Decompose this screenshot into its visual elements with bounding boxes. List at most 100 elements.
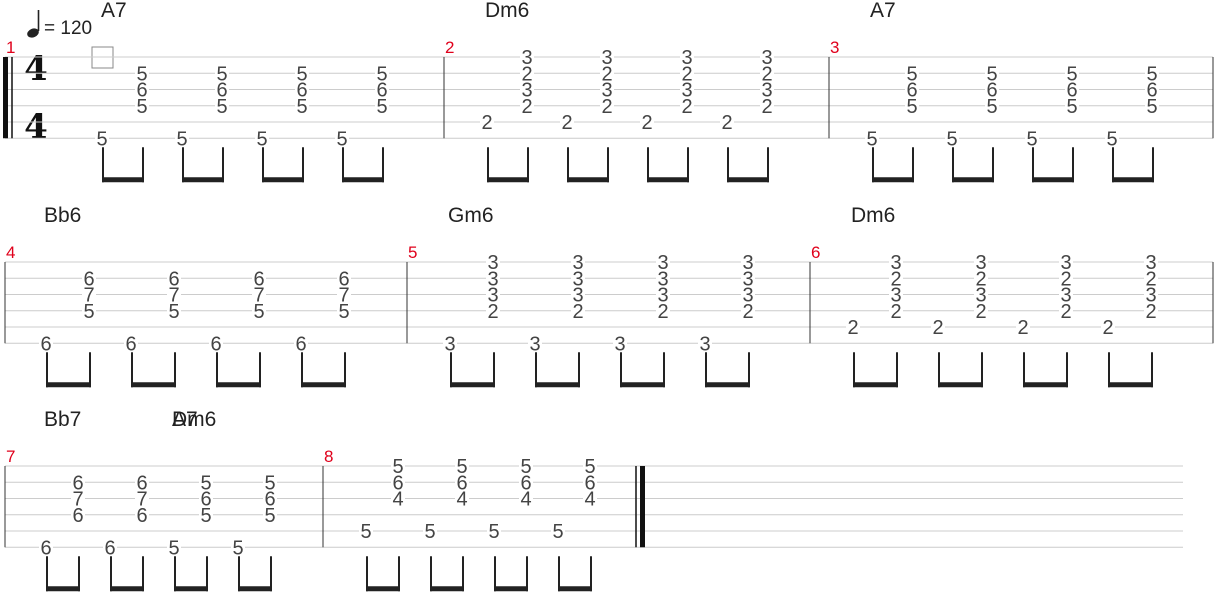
fret-number: 7 bbox=[136, 489, 147, 511]
measure-number: 4 bbox=[6, 243, 15, 262]
fret-number: 3 bbox=[657, 268, 668, 290]
fret-number: 2 bbox=[1102, 317, 1113, 339]
fret-number: 5 bbox=[176, 128, 187, 150]
fret-number: 3 bbox=[761, 47, 772, 69]
fret-knockout bbox=[82, 301, 96, 320]
fret-number: 6 bbox=[72, 505, 83, 527]
fret-knockout bbox=[252, 301, 266, 320]
rhythm-beam bbox=[535, 382, 580, 388]
fret-number: 5 bbox=[1066, 63, 1077, 85]
fret-knockout bbox=[520, 96, 534, 115]
fret-knockout bbox=[1059, 285, 1073, 304]
fret-number: 3 bbox=[572, 285, 583, 307]
fret-number: 3 bbox=[742, 285, 753, 307]
fret-knockout bbox=[1145, 80, 1159, 99]
fret-knockout bbox=[39, 334, 53, 353]
measure-number: 3 bbox=[830, 38, 839, 57]
rhythm-beam bbox=[938, 382, 983, 388]
fret-knockout bbox=[455, 473, 469, 492]
rhythm-beam bbox=[1032, 177, 1074, 183]
fret-knockout bbox=[167, 301, 181, 320]
fret-knockout bbox=[741, 253, 755, 271]
fret-knockout bbox=[760, 96, 774, 115]
fret-number: 3 bbox=[1145, 285, 1156, 307]
fret-number: 6 bbox=[392, 472, 403, 494]
fret-knockout bbox=[199, 489, 213, 508]
fret-number: 5 bbox=[906, 96, 917, 118]
fret-number: 3 bbox=[487, 252, 498, 274]
fret-number: 5 bbox=[1026, 128, 1037, 150]
fret-number: 2 bbox=[657, 301, 668, 323]
fret-knockout bbox=[295, 80, 309, 99]
rhythm-beam bbox=[727, 177, 769, 183]
fret-number: 5 bbox=[456, 456, 467, 478]
fret-number: 5 bbox=[360, 521, 371, 543]
fret-number: 5 bbox=[376, 63, 387, 85]
chord-name: Gm6 bbox=[448, 204, 494, 227]
rhythm-beam bbox=[1023, 382, 1068, 388]
start-bar-thick bbox=[3, 57, 8, 139]
fret-number: 5 bbox=[986, 96, 997, 118]
fret-number: 5 bbox=[216, 63, 227, 85]
fret-number: 5 bbox=[866, 128, 877, 150]
fret-knockout bbox=[519, 457, 533, 475]
fret-number: 3 bbox=[487, 285, 498, 307]
fret-knockout bbox=[135, 489, 149, 508]
fret-knockout bbox=[337, 285, 351, 304]
fret-knockout bbox=[1059, 253, 1073, 271]
fret-knockout bbox=[199, 473, 213, 492]
fret-number: 2 bbox=[890, 301, 901, 323]
fret-number: 5 bbox=[83, 301, 94, 323]
fret-knockout bbox=[741, 269, 755, 288]
fret-number: 3 bbox=[975, 285, 986, 307]
fret-number: 3 bbox=[529, 333, 540, 355]
fret-knockout bbox=[263, 473, 277, 492]
fret-number: 2 bbox=[572, 301, 583, 323]
final-bar-thick bbox=[640, 466, 645, 548]
fret-knockout bbox=[135, 505, 149, 524]
rhythm-beam bbox=[366, 586, 400, 592]
fret-number: 6 bbox=[200, 489, 211, 511]
fret-knockout bbox=[486, 253, 500, 271]
fret-knockout bbox=[199, 505, 213, 524]
fret-number: 3 bbox=[572, 252, 583, 274]
fret-number: 6 bbox=[210, 333, 221, 355]
fret-knockout bbox=[1025, 129, 1039, 148]
fret-number: 3 bbox=[1145, 252, 1156, 274]
fret-knockout bbox=[600, 96, 614, 115]
fret-knockout bbox=[391, 457, 405, 475]
fret-knockout bbox=[698, 334, 712, 353]
fret-knockout bbox=[167, 285, 181, 304]
fret-number: 2 bbox=[1017, 317, 1028, 339]
chord-name: A7 bbox=[870, 0, 896, 22]
rhythm-beam bbox=[567, 177, 609, 183]
fret-knockout bbox=[1065, 64, 1079, 83]
fret-number: 5 bbox=[168, 301, 179, 323]
fret-number: 6 bbox=[136, 472, 147, 494]
fret-knockout bbox=[95, 129, 109, 148]
fret-knockout bbox=[167, 538, 181, 557]
fret-knockout bbox=[560, 113, 574, 131]
fret-knockout bbox=[135, 473, 149, 492]
fret-knockout bbox=[359, 522, 373, 540]
fret-knockout bbox=[486, 285, 500, 304]
fret-knockout bbox=[337, 301, 351, 320]
rhythm-beam bbox=[102, 177, 144, 183]
fret-number: 2 bbox=[847, 317, 858, 339]
fret-knockout bbox=[294, 334, 308, 353]
chord-name: Bb6 bbox=[44, 204, 81, 227]
rhythm-beam bbox=[174, 586, 208, 592]
fret-knockout bbox=[656, 301, 670, 320]
fret-knockout bbox=[486, 269, 500, 288]
quarter-note-icon bbox=[27, 10, 40, 38]
fret-number: 2 bbox=[681, 96, 692, 118]
fret-knockout bbox=[255, 129, 269, 148]
fret-number: 6 bbox=[40, 537, 51, 559]
fret-knockout bbox=[135, 96, 149, 115]
fret-number: 5 bbox=[168, 537, 179, 559]
fret-knockout bbox=[135, 64, 149, 83]
rhythm-beam bbox=[872, 177, 914, 183]
fret-number: 2 bbox=[742, 301, 753, 323]
fret-knockout bbox=[1105, 129, 1119, 148]
